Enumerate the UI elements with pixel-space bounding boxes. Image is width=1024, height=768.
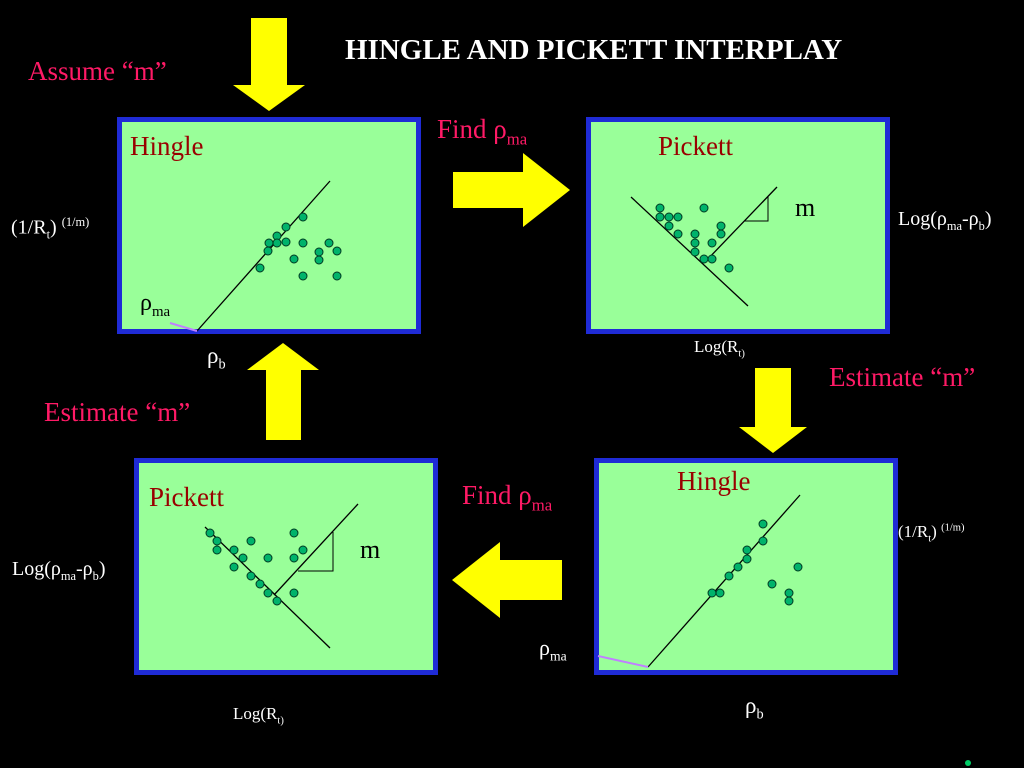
x-axis-label: Log(Rt) [233,704,284,727]
rho-ma-pointer [597,655,649,668]
page-title: HINGLE AND PICKETT INTERPLAY [345,34,843,66]
y-axis-label: Log(ρma-ρb) [898,208,992,233]
trend-line [647,494,801,668]
panel-title: Pickett [149,482,224,512]
y-axis-label: (1/Rt) (1/m) [11,215,90,242]
panel-pickett-top-right: Pickett [586,117,890,334]
y-axis-label: (1/Rt) (1/m) [898,522,965,545]
panel-hingle-bottom-right: Hingle [594,458,898,675]
arrow-down-right [739,368,807,453]
estimate-m-label: Estimate “m” [829,362,976,392]
x-axis-label: ρb [745,693,764,723]
x-axis-label: ρb [207,343,226,373]
estimate-m-label: Estimate “m” [44,397,191,427]
rho-ma-label: ρma [140,290,171,320]
slope-triangle [744,196,769,222]
slope-m-label: m [360,535,381,564]
panel-title: Hingle [130,131,204,161]
x-axis-label: Log(Rt) [694,337,745,360]
slope-line [704,186,778,263]
arrow-up-left [247,343,319,440]
slope-triangle [298,532,334,572]
corner-dot [965,760,971,766]
trend-line [630,196,749,307]
find-rho-ma-label: Find ρma [462,480,553,515]
rho-ma-pointer [169,322,198,332]
find-rho-ma-label: Find ρma [437,114,528,149]
slope-line [273,503,359,596]
data-points [707,519,803,606]
panel-title: Pickett [658,131,733,161]
arrow-left-bottom [452,542,562,618]
assume-m-label: Assume “m” [28,56,167,86]
trend-line [196,180,331,332]
panel-pickett-bottom-left: Pickett [134,458,438,675]
y-axis-label: Log(ρma-ρb) [12,558,106,583]
panel-title: Hingle [677,466,751,496]
arrow-right-top [453,153,570,227]
rho-ma-label: ρma [539,635,567,664]
data-points [205,528,308,606]
data-points [655,203,734,273]
data-points [255,212,342,281]
panel-hingle-top-left: Hingle [117,117,421,334]
slope-m-label: m [795,193,816,222]
trend-line [204,526,331,649]
arrow-down-assume [233,18,305,111]
